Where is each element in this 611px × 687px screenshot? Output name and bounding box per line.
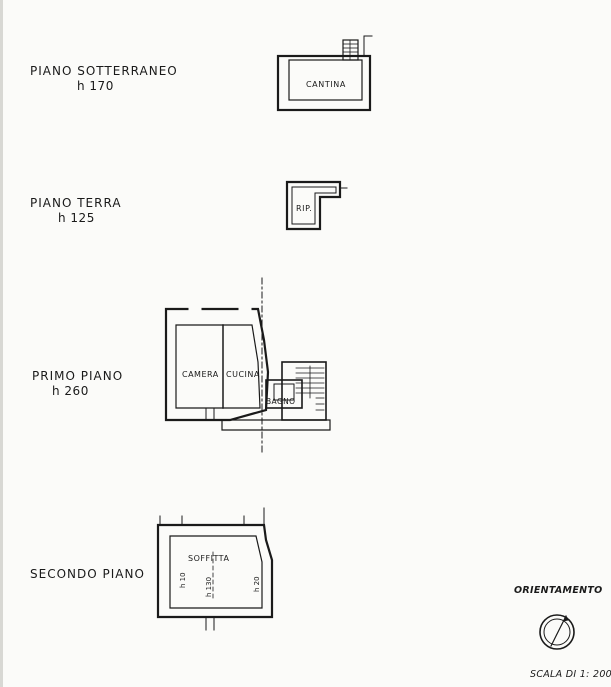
floor-label-secondo: SECONDO PIANO: [30, 567, 145, 581]
plan-primo-piano: [164, 277, 331, 453]
floor-label-terra: PIANO TERRA: [30, 196, 122, 210]
room-label-rip: RIP.: [296, 204, 312, 213]
floor-height-primo: h 260: [52, 384, 89, 398]
plan-secondo-piano: [156, 507, 274, 631]
room-label-cucina: CUCINA: [226, 370, 260, 379]
orientation-title: ORIENTAMENTO: [514, 585, 603, 596]
plan-cantina: [276, 35, 373, 112]
floor-height-sotterraneo: h 170: [77, 79, 114, 93]
scan-edge: [0, 0, 3, 687]
room-label-camera: CAMERA: [182, 370, 219, 379]
floor-height-terra: h 125: [58, 211, 95, 225]
room-label-bagno: BAGNO: [266, 397, 295, 406]
height-left-soffitta: h 10: [179, 572, 187, 588]
room-label-cantina: CANTINA: [306, 80, 346, 89]
floor-label-sotterraneo: PIANO SOTTERRANEO: [30, 64, 178, 78]
height-right-soffitta: h 20: [253, 576, 261, 592]
room-label-soffitta: SOFFITTA: [188, 554, 229, 563]
compass-icon: [539, 614, 575, 650]
height-center-soffitta: h 130: [205, 577, 213, 597]
floor-label-primo: PRIMO PIANO: [32, 369, 124, 383]
plan-ripostiglio: [285, 180, 348, 231]
scale-label: SCALA DI 1: 200: [530, 669, 611, 680]
